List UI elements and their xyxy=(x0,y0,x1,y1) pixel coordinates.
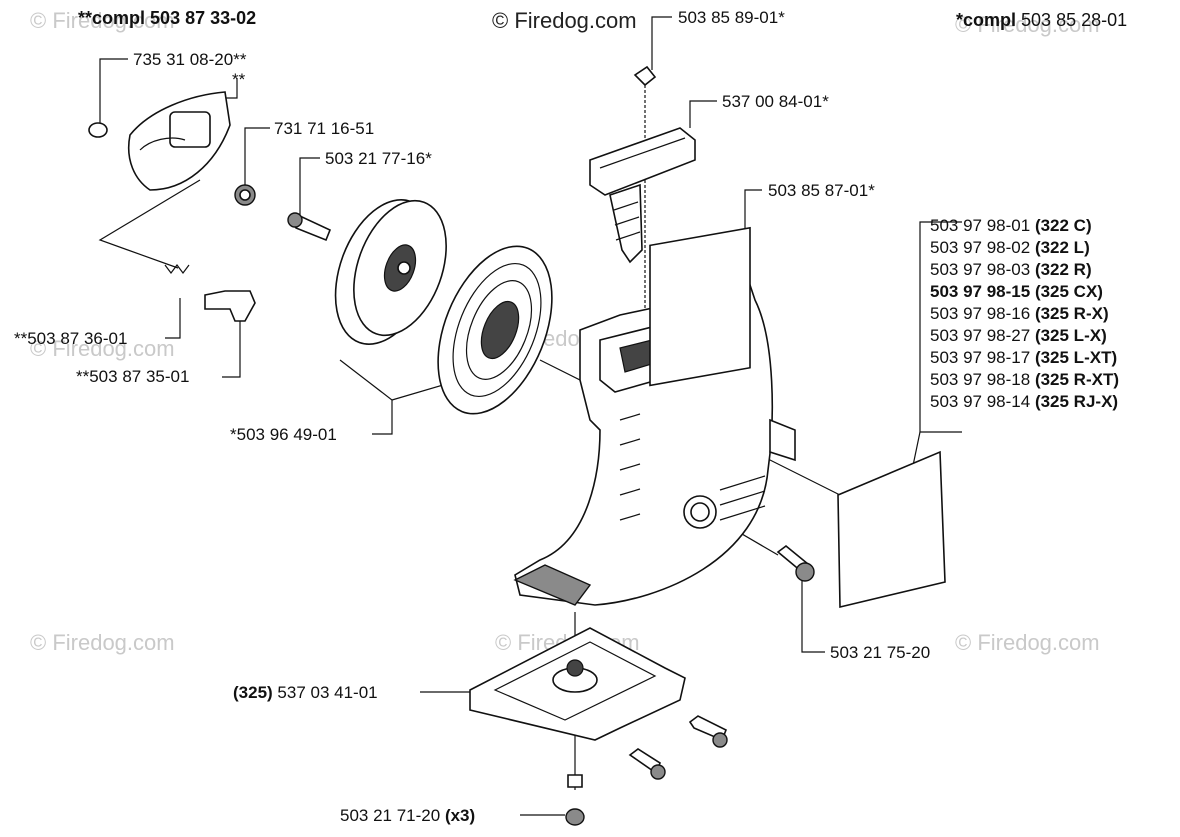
model-name: (325 L-X) xyxy=(1034,326,1107,345)
model-row: 503 97 98-17 (325 L-XT) xyxy=(930,347,1119,369)
copyright-text: © Firedog.com xyxy=(492,8,637,33)
starter-handle xyxy=(589,65,696,310)
decal-model-list: 503 97 98-01 (322 C) 503 97 98-02 (322 L… xyxy=(930,215,1119,413)
model-number: 503 97 98-14 xyxy=(930,392,1031,411)
callout-503-87-36-01: **503 87 36-01 xyxy=(14,329,128,348)
callout-503-85-87-01: 503 85 87-01* xyxy=(768,181,875,200)
assembly-right-number: 503 85 28-01 xyxy=(1021,10,1128,30)
callout-503-87-35-01: **503 87 35-01 xyxy=(76,367,190,386)
callout-503-96-49-01: *503 96 49-01 xyxy=(230,425,337,444)
model-name: (322 C) xyxy=(1034,216,1092,235)
assembly-left-number: 503 87 33-02 xyxy=(150,8,257,28)
model-row: 503 97 98-15 (325 CX) xyxy=(930,281,1119,303)
model-number: 503 97 98-02 xyxy=(930,238,1031,257)
screw-503-21-77-16 xyxy=(287,212,332,242)
model-name: (322 L) xyxy=(1034,238,1090,257)
watermark-bottom-left: © Firedog.com xyxy=(30,630,175,655)
watermark-bottom-right: © Firedog.com xyxy=(955,630,1100,655)
model-row: 503 97 98-18 (325 R-XT) xyxy=(930,369,1119,391)
model-row: 503 97 98-14 (325 RJ-X) xyxy=(930,391,1119,413)
model-row: 503 97 98-16 (325 R-X) xyxy=(930,303,1119,325)
model-row: 503 97 98-02 (322 L) xyxy=(930,237,1119,259)
assembly-right-label: *compl 503 85 28-01 xyxy=(956,10,1127,30)
watermark-mid-left: © Firedog.com xyxy=(30,336,175,361)
model-name: (325 CX) xyxy=(1034,282,1103,301)
decal xyxy=(837,450,946,609)
model-number: 503 97 98-27 xyxy=(930,326,1031,345)
model-name: (325 R-XT) xyxy=(1034,370,1120,389)
screw-503-21-75-20 xyxy=(776,544,815,582)
callout-503-21-71-20: 503 21 71-20 (x3) xyxy=(340,806,475,826)
model-number: 503 97 98-03 xyxy=(930,260,1031,279)
model-number: 503 97 98-16 xyxy=(930,304,1031,323)
assembly-left-label: **compl 503 87 33-02 xyxy=(78,8,256,28)
model-row: 503 97 98-01 (322 C) xyxy=(930,215,1119,237)
watermark-top-right: © Firedog.com xyxy=(955,12,1100,37)
callout-731-71-16-51: 731 71 16-51 xyxy=(274,119,375,138)
assembly-right-prefix: *compl xyxy=(956,10,1017,30)
pawl-cover-assembly xyxy=(88,91,256,206)
rope-pulley xyxy=(334,199,447,345)
callout-537-00-84-01: 537 00 84-01* xyxy=(722,92,829,111)
model-row: 503 97 98-03 (322 R) xyxy=(930,259,1119,281)
part-number-537-03-41-01: 537 03 41-01 xyxy=(277,683,378,702)
callout-537-03-41-01: (325) 537 03 41-01 xyxy=(233,683,378,703)
spring-and-pawl xyxy=(164,264,256,322)
part-number-503-21-71-20: 503 21 71-20 xyxy=(340,806,441,825)
model-name: (325 RJ-X) xyxy=(1034,392,1119,411)
starter-housing xyxy=(513,226,796,606)
recoil-spring xyxy=(437,245,553,415)
model-row: 503 97 98-27 (325 L-X) xyxy=(930,325,1119,347)
model-name: (325 R-X) xyxy=(1034,304,1109,323)
callout-503-21-75-20: 503 21 75-20 xyxy=(830,643,931,662)
quantity-x3: (x3) xyxy=(444,806,476,825)
assembly-left-prefix: **compl xyxy=(78,8,146,28)
model-number: 503 97 98-17 xyxy=(930,348,1031,367)
model-number: 503 97 98-01 xyxy=(930,216,1031,235)
model-name: (322 R) xyxy=(1034,260,1092,279)
model-number: 503 97 98-18 xyxy=(930,370,1031,389)
model-name: (325 L-XT) xyxy=(1034,348,1118,367)
callout-double-star: ** xyxy=(232,70,246,89)
watermark-top-left: © Firedog.com xyxy=(30,8,175,33)
model-prefix-325: (325) xyxy=(233,683,273,702)
callout-503-21-77-16: 503 21 77-16* xyxy=(325,149,432,168)
model-number: 503 97 98-15 xyxy=(930,282,1031,301)
bottom-plate xyxy=(469,627,728,826)
callout-503-85-89-01: 503 85 89-01* xyxy=(678,8,785,27)
callout-735-31-08-20: 735 31 08-20** xyxy=(133,50,247,69)
